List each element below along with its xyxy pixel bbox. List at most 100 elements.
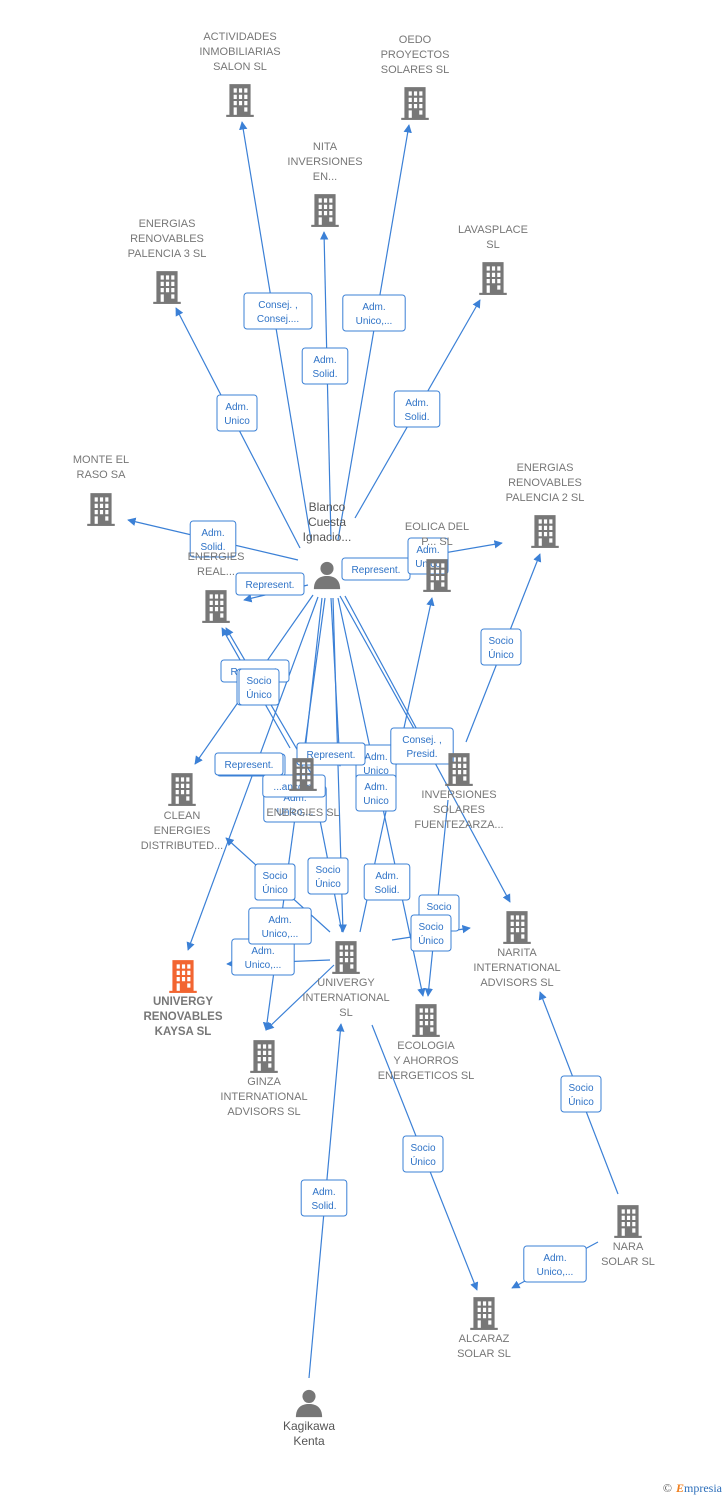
building-icon [202,590,230,623]
edge-label-text: Socio [568,1083,593,1094]
edge-label-box [235,572,305,596]
node-univergyenergies[interactable]: ENERGIES SL [266,758,340,819]
edge-label-blanco-to-narita[interactable]: Adm.Unico [355,774,397,812]
node-label: ALCARAZ [459,1333,510,1345]
edge-label-blanco-to-monte[interactable]: Adm.Solid. [189,520,237,558]
node-nita[interactable]: NITAINVERSIONESEN... [287,141,363,227]
node-label: SL [486,239,499,251]
edge-label-text: Adm. [416,545,439,556]
node-label: Cuesta [308,515,346,529]
edge-label-text: Socio [426,902,451,913]
node-energiesreal[interactable]: ENERGIESREAL... [188,551,245,623]
node-label: OEDO [399,34,432,46]
node-label: INTERNATIONAL [220,1091,307,1103]
edge-label-text: Adm. [364,752,387,763]
edge-label-blanco-to-lavasplace[interactable]: Adm.Solid. [393,390,441,428]
edge-label-box [216,394,258,432]
edge-label-blanco-to-inversiones[interactable]: Consej. ,Presid. [390,727,454,765]
edge-label-box [214,752,284,776]
edge-label-text: Único [246,688,272,701]
node-label: PALENCIA 3 SL [128,248,207,260]
building-icon [401,87,429,120]
edge-label-text: Unico,... [537,1267,574,1278]
edge-label-text: Adm. [283,793,306,804]
edge-label-blanco-to-kaysa[interactable]: Represent. [214,752,284,776]
node-label: SOLAR SL [457,1348,511,1360]
edge-label-nara-to-alcaraz[interactable]: Adm.Unico,... [523,1245,587,1283]
edge-label-text: Solid. [374,885,399,896]
node-label: RENOVABLES [143,1011,222,1023]
node-label: ENERGIES [188,551,245,563]
edge-label-blanco-to-actividades[interactable]: Consej. ,Consej.... [243,292,313,330]
node-label: PROYECTOS [381,49,450,61]
edge-label-blanco-to-nita[interactable]: Adm.Solid. [301,347,349,385]
node-label: NARITA [497,947,537,959]
node-label: EOLICA DEL [405,521,469,533]
node-blanco[interactable]: BlancoCuestaIgnacio... [303,500,352,590]
edge-label-text: Adm. [201,528,224,539]
edge-label-univergyintl-to-kaysa[interactable]: Adm.Unico,... [231,938,295,976]
edge-label-text: Adm. [312,1187,335,1198]
node-lavasplace[interactable]: LAVASPLACE SL [458,224,528,295]
copyright-symbol: © [662,1481,672,1495]
edge-label-blanco-to-eolica[interactable]: Represent. [341,557,411,581]
edge-label-blanco-to-energias3[interactable]: Adm.Unico [216,394,258,432]
building-icon [226,84,254,117]
edge-label-text: Único [262,883,288,896]
edge-label-box [410,914,452,952]
brand-initial: E [675,1481,684,1495]
node-label: Ignacio... [303,530,352,544]
edge-label-text: Socio [488,636,513,647]
node-clean[interactable]: CLEANENERGIESDISTRIBUTED... [141,773,224,852]
node-label: LAVASPLACE [458,224,528,236]
edge-label-box [402,1135,444,1173]
edge-label-text: Único [568,1095,594,1108]
edge-label-blanco-to-univergyintl[interactable]: Adm.Solid. [363,863,411,901]
edge-label-box [243,292,313,330]
edge-label-text: Único [418,934,444,947]
node-label: ENERGIES SL [266,807,339,819]
edge-label-univergyintl-to-ginza[interactable]: Adm.Unico,... [248,907,312,945]
edge-label-box [301,347,349,385]
edge-label-text: Solid. [311,1201,336,1212]
edge-label-box [363,863,411,901]
edge-label-overlay[interactable]: Represent. [296,742,366,766]
edge-label-text: Único [410,1155,436,1168]
node-label: SL [339,1007,352,1019]
edge-blanco-to-nita [319,231,332,541]
node-inversiones[interactable]: INVERSIONESSOLARESFUENTEZARZA... [414,753,504,831]
edge-label-blanco-to-energiesreal[interactable]: Represent. [235,572,305,596]
edge-univergyintl-to-ginza [265,964,335,1031]
empresia-brand[interactable]: ©Empresia [663,1481,722,1496]
edge-label-text: Consej. , [258,300,297,311]
node-label: CLEAN [164,810,201,822]
edge-label-kagikawa-to-univergyintl[interactable]: Adm. Solid. [300,1179,348,1217]
edge-label-text: Único [488,648,514,661]
node-alcaraz[interactable]: ALCARAZ SOLAR SL [457,1297,511,1360]
building-icon [153,271,181,304]
edge-label-text: Unico [363,796,389,807]
edge-label-blanco-to-oedo[interactable]: Adm.Unico,... [342,294,406,332]
